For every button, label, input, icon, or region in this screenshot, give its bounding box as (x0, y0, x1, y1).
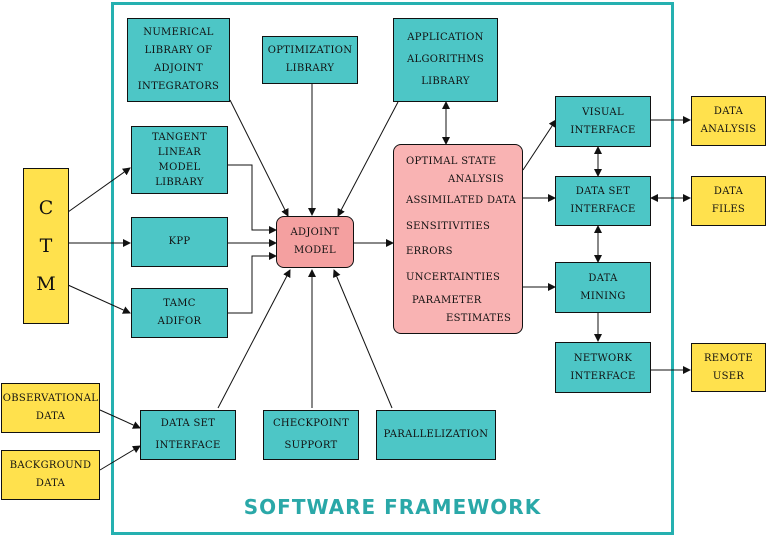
ctm-letter-m: M (36, 273, 56, 295)
analysis-line-2: ANALYSIS (700, 124, 757, 135)
adjoint-model-box: ADJOINT MODEL (276, 216, 354, 268)
data-analysis-box: DATA ANALYSIS (691, 96, 766, 146)
remote-user-box: REMOTE USER (691, 343, 766, 392)
arrow-outputs-visual (522, 119, 557, 171)
numerical-line-4: INTEGRATORS (137, 81, 220, 92)
arrow-tangent-adjoint (228, 164, 277, 234)
arrow-dataset-adjoint (217, 269, 291, 409)
output-assimilated-data: ASSIMILATED DATA (406, 195, 517, 206)
remote-line-1: REMOTE (703, 352, 754, 364)
files-line-2: FILES (711, 204, 746, 215)
ctm-letter-t: T (39, 235, 53, 257)
checkpoint-support-box: CHECKPOINT SUPPORT (263, 410, 359, 460)
output-uncertainties: UNCERTAINTIES (406, 272, 501, 283)
visual-line-1: VISUAL (582, 106, 624, 118)
observational-data-box: OBSERVATIONAL DATA (1, 383, 100, 433)
observational-line-1: OBSERVATIONAL (2, 393, 99, 404)
parallelization-box: PARALLELIZATION (376, 410, 496, 460)
tamc-adifor-box: TAMC ADIFOR (131, 288, 228, 338)
application-line-3: LIBRARY (421, 76, 470, 87)
background-line-2: DATA (35, 478, 66, 489)
arrow-ctm-tangent (67, 167, 131, 213)
tamc-line-2: ADIFOR (157, 316, 202, 327)
output-analysis: ANALYSIS (448, 174, 504, 185)
arrow-ctm-tamc (67, 284, 131, 314)
tangent-line-4: LIBRARY (155, 177, 204, 188)
visual-interface-box: VISUAL INTERFACE (555, 96, 651, 147)
outputs-box: OPTIMAL STATE ANALYSIS ASSIMILATED DATA … (393, 144, 523, 334)
software-framework-border (111, 2, 674, 535)
application-line-2: ALGORITHMS (406, 54, 484, 65)
dataset-right-line-2: INTERFACE (570, 204, 636, 215)
output-sensitivities: SENSITIVITIES (406, 221, 491, 232)
optimization-line-2: LIBRARY (285, 63, 335, 74)
network-line-1: NETWORK (573, 352, 633, 364)
mining-line-2: MINING (580, 290, 626, 302)
arrow-numerical-adjoint (229, 99, 289, 217)
dataset-right-line-1: DATA SET (575, 186, 631, 197)
application-algorithms-box: APPLICATION ALGORITHMS LIBRARY (393, 18, 498, 102)
network-interface-box: NETWORK INTERFACE (555, 342, 651, 393)
tamc-line-1: TAMC (163, 298, 196, 309)
numerical-line-2: LIBRARY OF (144, 45, 213, 56)
framework-title: SOFTWARE FRAMEWORK (243, 495, 542, 519)
tangent-linear-box: TANGENT LINEAR MODEL LIBRARY (131, 126, 228, 194)
data-mining-box: DATA MINING (555, 262, 651, 313)
network-line-2: INTERFACE (570, 370, 636, 382)
dataset-bottom-line-1: DATA SET (160, 418, 216, 429)
observational-line-2: DATA (35, 411, 66, 422)
tangent-line-2: LINEAR (157, 147, 202, 158)
arrow-application-adjoint (337, 101, 399, 217)
arrow-obs-dataset (99, 409, 141, 429)
tangent-line-3: MODEL (158, 162, 201, 173)
visual-line-2: INTERFACE (570, 124, 636, 136)
arrow-tamc-adjoint (228, 252, 277, 314)
adjoint-line-1: ADJOINT (290, 227, 340, 238)
mining-line-1: DATA (588, 272, 618, 284)
dataset-bottom-line-2: INTERFACE (155, 440, 221, 451)
data-set-interface-bottom-box: DATA SET INTERFACE (140, 410, 236, 460)
files-line-1: DATA (713, 186, 744, 197)
numerical-line-3: ADJOINT (154, 63, 203, 74)
checkpoint-line-2: SUPPORT (284, 440, 338, 451)
output-optimal-state: OPTIMAL STATE (406, 156, 497, 167)
output-estimates: ESTIMATES (446, 313, 512, 324)
remote-line-2: USER (712, 370, 745, 382)
kpp-label: KPP (168, 236, 191, 247)
tangent-line-1: TANGENT (152, 132, 207, 143)
data-files-box: DATA FILES (691, 176, 766, 226)
optimization-library-box: OPTIMIZATION LIBRARY (262, 36, 358, 84)
arrow-bg-dataset (99, 445, 141, 471)
arrow-parallel-adjoint (333, 269, 393, 409)
kpp-box: KPP (131, 217, 228, 267)
data-set-interface-right-box: DATA SET INTERFACE (555, 176, 651, 226)
output-errors: ERRORS (406, 246, 453, 257)
output-parameter: PARAMETER (412, 295, 482, 306)
adjoint-line-2: MODEL (294, 245, 336, 256)
numerical-library-box: NUMERICAL LIBRARY OF ADJOINT INTEGRATORS (127, 18, 230, 102)
optimization-line-1: OPTIMIZATION (267, 45, 353, 56)
application-line-1: APPLICATION (407, 32, 484, 43)
background-data-box: BACKGROUND DATA (1, 450, 100, 500)
numerical-line-1: NUMERICAL (143, 27, 214, 38)
checkpoint-line-1: CHECKPOINT (272, 418, 350, 429)
ctm-box: C T M (23, 168, 69, 324)
analysis-line-1: DATA (713, 106, 744, 117)
background-line-1: BACKGROUND (9, 460, 92, 471)
ctm-letter-c: C (38, 197, 54, 219)
parallelization-label: PARALLELIZATION (383, 429, 489, 440)
